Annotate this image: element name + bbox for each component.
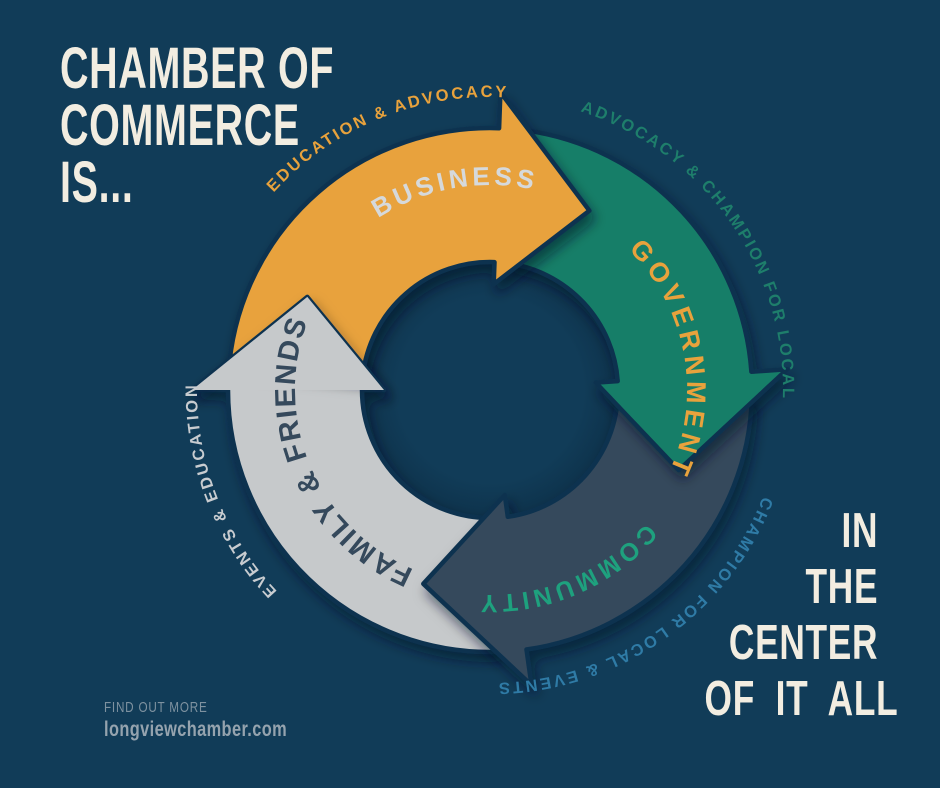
tagline-line-4: OF IT ALL: [704, 672, 899, 726]
headline-line-1: CHAMBER OF: [60, 36, 335, 101]
tagline-line-3: CENTER: [728, 616, 878, 670]
footer-website: longviewchamber.com: [104, 718, 288, 741]
headline: CHAMBER OF COMMERCE IS...: [60, 36, 335, 215]
tagline-line-2: THE: [805, 560, 878, 614]
center-hole-shading: [361, 261, 619, 519]
tagline-line-1: IN: [841, 504, 878, 558]
footer-label: FIND OUT MORE: [104, 699, 208, 716]
headline-line-3: IS...: [60, 150, 134, 215]
footer: FIND OUT MORE longviewchamber.com: [104, 699, 287, 742]
family-friends-arrowhead-overlay: [192, 296, 384, 390]
headline-line-2: COMMERCE: [60, 93, 300, 158]
business-arrow: [227, 89, 592, 379]
community-arrow: [421, 392, 755, 688]
tagline: IN THE CENTER OF IT ALL: [704, 503, 897, 727]
